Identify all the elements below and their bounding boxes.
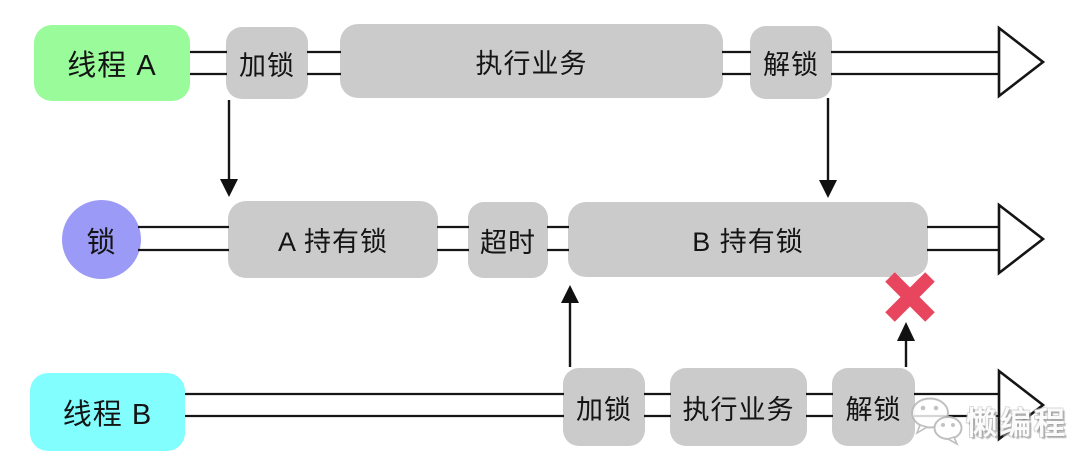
lane-label-thread-a: 线程 A: [34, 25, 190, 101]
x-cross-stroke-1: [885, 272, 935, 322]
x-cross-icon: [885, 272, 935, 322]
arrow-a-release: [819, 98, 837, 198]
watermark: 懒编程: [908, 394, 1068, 446]
lane-label-thread-b: 线程 B: [30, 373, 185, 451]
node-thread-a-unlock: 解锁: [750, 26, 832, 99]
x-cross-stroke-2: [885, 272, 935, 322]
lane-label-lock: 锁: [62, 200, 141, 279]
node-lock-held-by-a: A 持有锁: [228, 201, 438, 278]
node-lock-timeout: 超时: [468, 202, 548, 278]
node-lock-held-by-b: B 持有锁: [568, 202, 928, 277]
node-thread-a-lock: 加锁: [226, 27, 308, 99]
thread-a-arrowhead: [997, 25, 1046, 99]
watermark-text: 懒编程: [966, 405, 1068, 441]
node-thread-b-execute: 执行业务: [670, 368, 807, 446]
arrow-b-release: [897, 322, 915, 367]
node-thread-a-execute: 执行业务: [340, 24, 723, 98]
node-thread-b-unlock: 解锁: [832, 368, 915, 446]
arrow-b-acquire: [561, 285, 579, 367]
node-thread-b-lock: 加锁: [563, 368, 645, 446]
arrow-a-acquire: [220, 100, 238, 197]
lock-arrowhead: [997, 202, 1046, 276]
wechat-icon: [911, 397, 963, 446]
